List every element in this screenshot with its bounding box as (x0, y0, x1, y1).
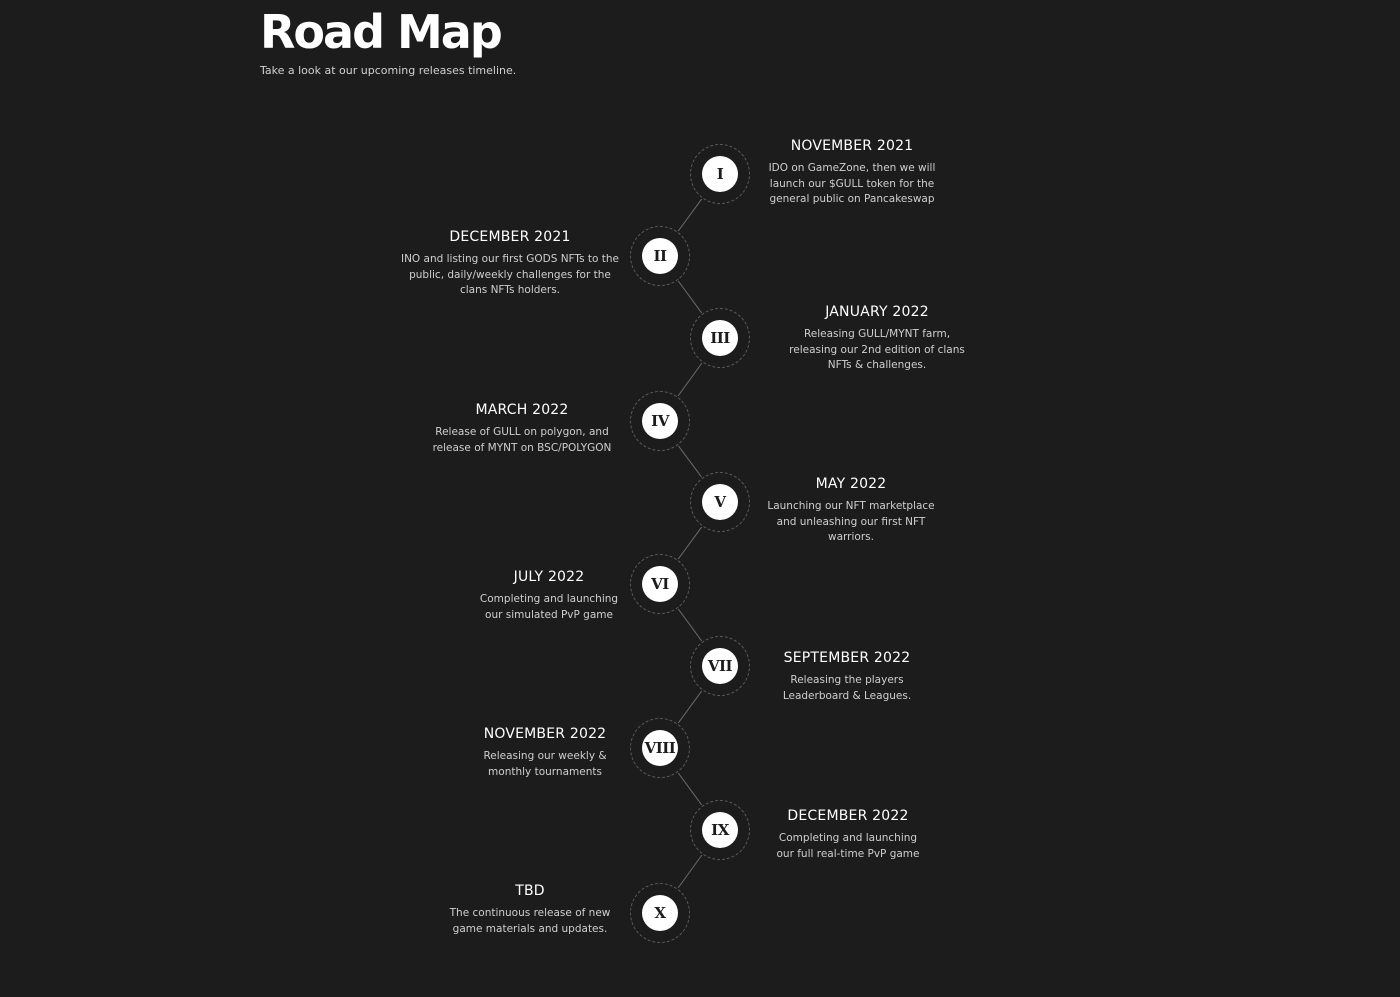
milestone-ring (630, 391, 690, 451)
milestone-description: INO and listing our first GODS NFTs to t… (400, 253, 620, 296)
timeline-connector (677, 854, 703, 889)
milestone-ring (630, 554, 690, 614)
milestone-ring (630, 718, 690, 778)
milestone-description: Release of GULL on polygon, and release … (432, 426, 612, 454)
milestone-date: MAY 2022 (815, 476, 887, 492)
milestone-numeral-badge: V (702, 484, 738, 520)
milestone-description: Completing and launching our simulated P… (479, 593, 619, 621)
milestone-date: MARCH 2022 (475, 402, 569, 418)
milestone-numeral-badge: IX (702, 812, 738, 848)
milestone-description: Completing and launching our full real-t… (776, 832, 920, 860)
timeline-connector (677, 280, 703, 314)
timeline-connector (677, 772, 703, 806)
milestone-numeral-badge: II (642, 238, 678, 274)
timeline-connector (677, 362, 703, 397)
timeline-connector (678, 445, 702, 478)
timeline-connector (677, 198, 703, 232)
milestone-ring (690, 472, 750, 532)
milestone-ring (690, 636, 750, 696)
milestone-numeral-badge: IV (642, 403, 678, 439)
milestone-description: Releasing our weekly & monthly tournamen… (483, 750, 607, 778)
milestone-date: NOVEMBER 2022 (483, 726, 607, 742)
milestone-ring (690, 144, 750, 204)
page-header: Road Map Take a look at our upcoming rel… (260, 6, 516, 77)
milestone-date: JANUARY 2022 (825, 304, 929, 320)
milestone-date: SEPTEMBER 2022 (783, 650, 911, 666)
milestone-description: The continuous release of new game mater… (449, 907, 611, 935)
milestone-numeral-badge: VI (642, 566, 678, 602)
milestone-numeral-badge: III (702, 320, 738, 356)
milestone-numeral-badge: VII (702, 648, 738, 684)
timeline-connector (677, 526, 703, 560)
milestone-description: Releasing GULL/MYNT farm, releasing our … (789, 328, 965, 371)
page-title: Road Map (260, 5, 503, 59)
milestone-numeral-badge: X (642, 895, 678, 931)
milestone-date: DECEMBER 2022 (787, 808, 909, 824)
page-subtitle: Take a look at our upcoming releases tim… (260, 64, 517, 77)
milestone-ring (630, 226, 690, 286)
milestone-description: Releasing the players Leaderboard & Leag… (782, 674, 912, 702)
milestone-numeral-badge: I (702, 156, 738, 192)
milestone-description: Launching our NFT marketplace and unleas… (767, 500, 935, 543)
timeline-connector (677, 690, 703, 724)
milestone-numeral-badge: VIII (642, 730, 678, 766)
milestone-description: IDO on GameZone, then we will launch our… (768, 162, 936, 205)
milestone-date: DECEMBER 2021 (449, 229, 571, 245)
milestone-date: NOVEMBER 2021 (790, 138, 914, 154)
timeline-connector (677, 608, 703, 642)
milestone-ring (690, 308, 750, 368)
milestone-text: TBD The continuous release of new game ma… (410, 883, 650, 937)
milestone-date: JULY 2022 (513, 569, 585, 585)
milestone-ring (630, 883, 690, 943)
milestone-date: TBD (515, 883, 545, 899)
milestone-ring (690, 800, 750, 860)
